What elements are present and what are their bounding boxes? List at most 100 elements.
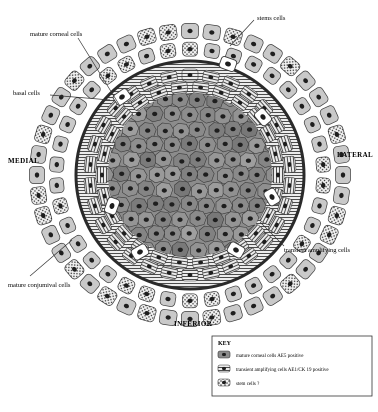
conjunctival-cell xyxy=(49,177,64,193)
conjunctival-cell xyxy=(98,264,118,284)
conjunctival-cell xyxy=(261,285,283,307)
mature-corneal-cell xyxy=(124,152,141,168)
conjunctival-cell xyxy=(183,42,198,56)
conjunctival-cell xyxy=(183,294,198,308)
conjunctival-cell xyxy=(78,273,101,295)
conjunctival-cell xyxy=(78,55,101,77)
mature-corneal-cell xyxy=(157,123,174,139)
key-label-stem: stem cells ? xyxy=(236,382,260,387)
key-swatch-nucleus xyxy=(222,353,226,356)
mature-corneal-cell xyxy=(200,137,217,153)
mature-corneal-cell xyxy=(156,183,173,199)
mature-corneal-cell xyxy=(182,196,199,212)
conjunctival-cell xyxy=(34,205,53,226)
conjunctival-cell xyxy=(182,24,199,39)
conjunctival-cell xyxy=(63,258,85,281)
conjunctival-cell xyxy=(30,167,45,184)
conjunctival-cell xyxy=(40,224,61,246)
conjunctival-cell xyxy=(116,55,136,74)
mature-corneal-cell xyxy=(156,151,173,167)
conjunctival-cell xyxy=(50,86,72,108)
mature-corneal-cell xyxy=(181,225,198,241)
conjunctival-cell xyxy=(68,96,88,116)
conjunctival-cell xyxy=(311,135,328,153)
mature-corneal-cell xyxy=(155,212,172,228)
mature-corneal-cell xyxy=(223,181,240,197)
conjunctival-cell xyxy=(52,135,69,153)
conjunctival-cell xyxy=(137,304,158,323)
conjunctival-cell xyxy=(116,296,138,317)
mature-corneal-cell xyxy=(225,212,242,228)
mature-corneal-cell xyxy=(232,137,249,153)
transient-amplifying-cell xyxy=(283,177,297,194)
conjunctival-cell xyxy=(311,197,328,215)
conjunctival-cell xyxy=(96,285,118,307)
mature-corneal-cell xyxy=(148,226,165,242)
conjunctival-cell xyxy=(137,27,158,46)
conjunctival-cell xyxy=(303,216,322,235)
label-transient-amplifying-cells: transient amplifying cells xyxy=(284,247,351,254)
conjunctival-cell xyxy=(327,124,346,145)
conjunctival-cell xyxy=(116,34,138,55)
mature-corneal-cell xyxy=(182,107,199,123)
conjunctival-cell xyxy=(244,276,264,295)
transient-amplifying-cell xyxy=(96,167,108,183)
conjunctival-cell xyxy=(96,43,118,65)
key-swatch-nucleus xyxy=(222,367,226,370)
conjunctival-cell xyxy=(202,24,221,41)
conjunctival-cell xyxy=(52,197,69,215)
mature-corneal-cell xyxy=(164,196,181,212)
conjunctival-cell xyxy=(224,285,243,303)
conjunctival-cell xyxy=(30,186,47,205)
conjunctival-cell xyxy=(40,104,61,126)
conjunctival-cell xyxy=(294,69,316,92)
mature-corneal-cell xyxy=(123,211,140,227)
conjunctival-cell xyxy=(243,296,265,317)
mature-corneal-cell xyxy=(148,196,165,212)
mature-corneal-cell xyxy=(182,136,199,152)
key-box xyxy=(212,336,372,396)
mature-corneal-cell xyxy=(172,242,189,258)
key-title: KEY xyxy=(218,341,232,347)
conjunctival-cell xyxy=(303,115,322,134)
mature-corneal-cell xyxy=(138,212,155,228)
mature-corneal-cell xyxy=(240,182,257,198)
conjunctival-cell xyxy=(137,47,156,65)
conjunctival-cell xyxy=(319,224,340,246)
conjunctival-cell xyxy=(137,285,156,303)
mature-corneal-cell xyxy=(217,168,234,184)
label-mature-corneal-cells: mature corneal cells xyxy=(30,31,83,38)
mature-corneal-cell xyxy=(165,226,182,242)
transient-amplifying-cell xyxy=(182,69,198,81)
mature-corneal-cell xyxy=(200,107,217,123)
mature-corneal-cell xyxy=(225,121,242,137)
mature-corneal-cell xyxy=(164,106,181,122)
conjunctival-cell xyxy=(279,55,302,77)
conjunctival-cell xyxy=(279,273,302,295)
mature-corneal-cell xyxy=(190,211,207,227)
conjunctival-cell xyxy=(316,177,331,193)
label-inferior: INFERIOR xyxy=(174,320,213,328)
label-medial: MEDIAL xyxy=(8,157,39,165)
label-basal-cells: basal cells xyxy=(13,90,40,97)
conjunctival-cell xyxy=(49,157,64,173)
mature-corneal-cell xyxy=(249,167,266,183)
mature-corneal-cell xyxy=(189,92,206,108)
conjunctival-cell xyxy=(278,80,298,101)
conjunctival-cell xyxy=(223,304,244,323)
conjunctival-cell xyxy=(336,167,351,184)
conjunctival-cell xyxy=(34,124,53,145)
conjunctival-cell xyxy=(243,34,265,55)
conjunctival-cell xyxy=(81,250,101,271)
label-stem-cells: stems cells xyxy=(257,15,286,22)
mature-corneal-cell xyxy=(147,136,164,152)
conjunctival-cell xyxy=(319,104,340,126)
conjunctival-cell xyxy=(316,157,331,173)
mature-corneal-cell xyxy=(115,136,132,152)
conjunctival-cell xyxy=(58,115,77,134)
conjunctival-cell xyxy=(223,27,244,46)
conjunctival-cell xyxy=(261,43,283,65)
mature-corneal-cell xyxy=(208,182,225,198)
mature-corneal-cell xyxy=(190,152,207,168)
